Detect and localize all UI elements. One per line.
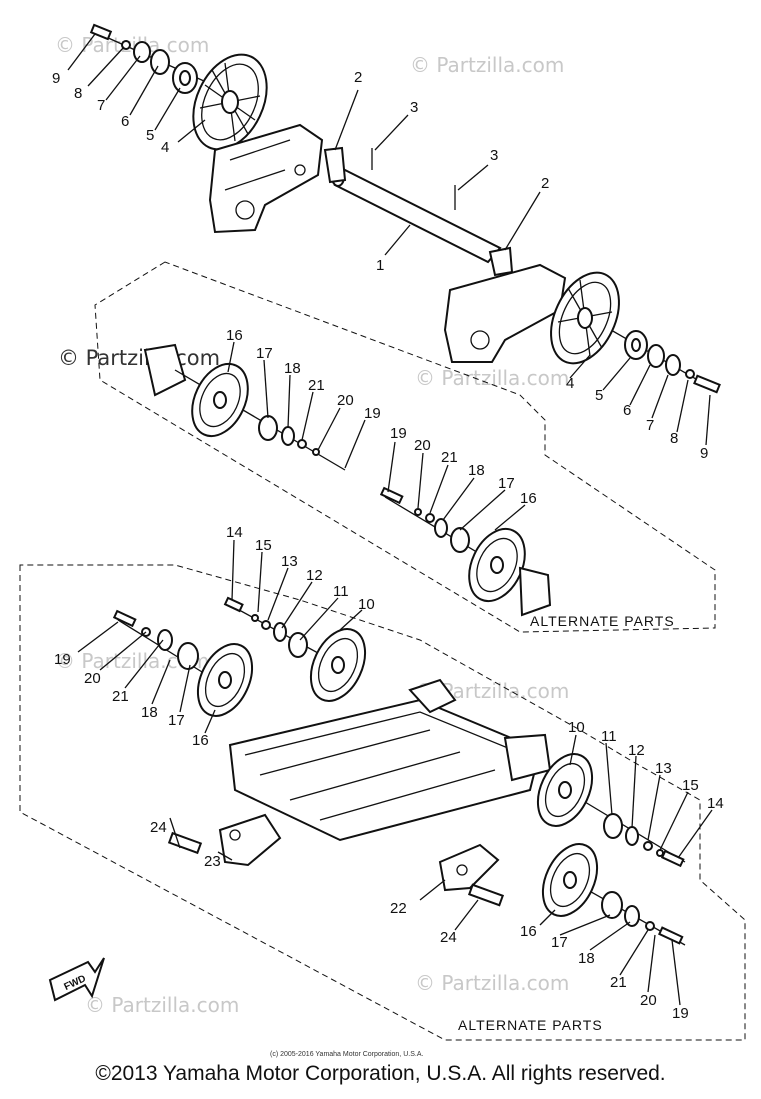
left-swing-arm xyxy=(208,123,324,234)
alternate-parts-label: ALTERNATE PARTS xyxy=(530,613,675,629)
callout-label: 2 xyxy=(541,175,549,192)
callout-label: 20 xyxy=(337,392,354,409)
callout-label: 7 xyxy=(646,417,654,434)
callout-label: 20 xyxy=(84,670,101,687)
callout-label: 3 xyxy=(410,99,418,116)
footer-copyright: ©2013 Yamaha Motor Corporation, U.S.A. A… xyxy=(95,1062,666,1085)
forward-arrow-icon: FWD xyxy=(48,957,105,1002)
callout-label: 12 xyxy=(306,567,323,584)
callout-label: 10 xyxy=(358,596,375,613)
callout-label: 17 xyxy=(168,712,185,729)
callout-label: 15 xyxy=(255,537,272,554)
callout-label: 21 xyxy=(112,688,129,705)
callout-label: 22 xyxy=(390,900,407,917)
callout-label: 20 xyxy=(414,437,431,454)
parts-diagram: © Partzilla.com © Partzilla.com © Partzi… xyxy=(19,23,746,1058)
callout-label: 24 xyxy=(150,819,167,836)
callout-label: 11 xyxy=(601,728,617,745)
callout-label: 14 xyxy=(226,524,243,541)
callout-label: 13 xyxy=(281,553,298,570)
callout-label: 18 xyxy=(578,950,595,967)
alternate-box-upper xyxy=(94,261,716,633)
callout-label: 18 xyxy=(468,462,485,479)
callout-label: 24 xyxy=(440,929,457,946)
callout-label: 20 xyxy=(640,992,657,1009)
callout-label: 12 xyxy=(628,742,645,759)
callout-label: 23 xyxy=(204,853,221,870)
slide-frame xyxy=(228,678,552,842)
callout-label: 7 xyxy=(97,97,105,114)
alternate-wheel-left xyxy=(143,343,346,471)
callout-label: 19 xyxy=(54,651,71,668)
callout-label: 4 xyxy=(566,375,574,392)
callout-label: 4 xyxy=(161,139,169,156)
upper-right-wheel-assembly xyxy=(550,271,721,394)
callout-label: 10 xyxy=(568,719,585,736)
callout-label: 17 xyxy=(551,934,568,951)
callout-label: 15 xyxy=(682,777,699,794)
watermark: © Partzilla.com xyxy=(85,993,239,1017)
callout-label: 11 xyxy=(333,583,349,600)
right-swing-arm xyxy=(443,263,567,363)
callout-label: 5 xyxy=(595,387,603,404)
callout-label: 21 xyxy=(308,377,325,394)
callout-label: 6 xyxy=(121,113,129,130)
callout-label: 8 xyxy=(670,430,678,447)
callout-label: 3 xyxy=(490,147,498,164)
lower-right-idler-assembly xyxy=(536,753,686,868)
bracket-22 xyxy=(438,843,505,907)
callout-label: 19 xyxy=(390,425,407,442)
lower-right-wheel-assembly xyxy=(541,843,686,946)
small-copyright: (c) 2005-2016 Yamaha Motor Corporation, … xyxy=(270,1051,423,1058)
watermark: © Partzilla.com xyxy=(415,971,569,995)
lower-left-wheel-assembly xyxy=(112,609,254,717)
callout-label: 14 xyxy=(707,795,724,812)
callout-label: 21 xyxy=(441,449,458,466)
alternate-parts-label: ALTERNATE PARTS xyxy=(458,1017,603,1033)
callout-label: 17 xyxy=(498,475,515,492)
callout-label: 19 xyxy=(672,1005,689,1022)
upper-left-wheel-assembly xyxy=(89,23,268,151)
callout-label: 9 xyxy=(52,70,60,87)
callout-label: 16 xyxy=(520,923,537,940)
callout-label: 2 xyxy=(354,69,362,86)
callout-label: 9 xyxy=(700,445,708,462)
callout-label: 18 xyxy=(141,704,158,721)
callout-label: 6 xyxy=(623,402,631,419)
callout-labels: 9 8 7 6 5 4 2 3 3 2 1 16 17 18 21 20 19 … xyxy=(52,69,724,1022)
callout-label: 13 xyxy=(655,760,672,777)
callout-label: 8 xyxy=(74,85,82,102)
callout-label: 18 xyxy=(284,360,301,377)
axle-shaft xyxy=(323,146,514,277)
watermark: © Partzilla.com xyxy=(410,53,564,77)
callout-label: 5 xyxy=(146,127,154,144)
callout-label: 1 xyxy=(376,257,384,274)
bracket-23 xyxy=(167,813,282,867)
callout-label: 16 xyxy=(226,327,243,344)
watermark: © Partzilla.com xyxy=(58,346,220,370)
leader-lines xyxy=(67,33,713,1006)
watermark: © Partzilla.com xyxy=(415,366,569,390)
alternate-wheel-right xyxy=(379,486,552,617)
watermark: © Partzilla.com xyxy=(55,33,209,57)
callout-label: 16 xyxy=(192,732,209,749)
callout-label: 19 xyxy=(364,405,381,422)
callout-label: 21 xyxy=(610,974,627,991)
callout-label: 17 xyxy=(256,345,273,362)
callout-label: 16 xyxy=(520,490,537,507)
